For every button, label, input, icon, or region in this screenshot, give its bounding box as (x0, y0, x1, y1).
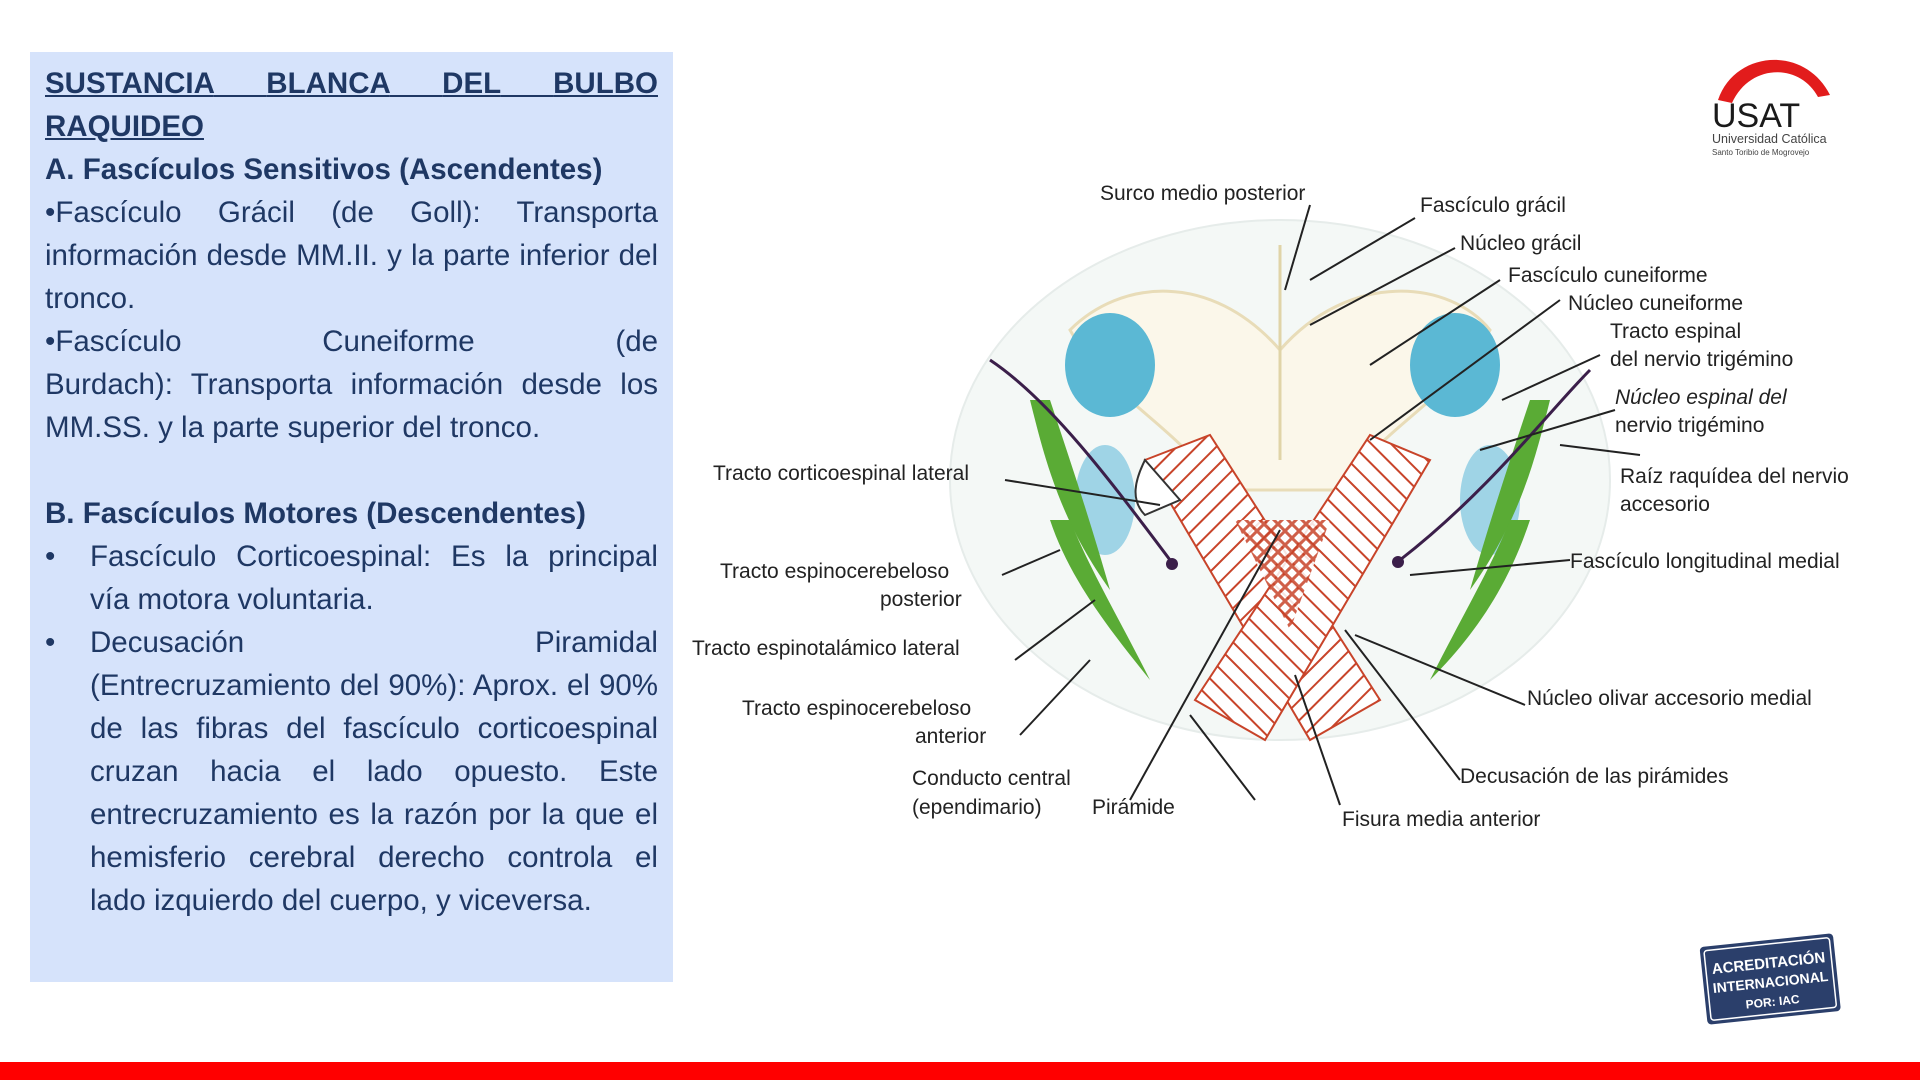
label-decusacion: Decusación de las pirámides (1460, 765, 1728, 788)
slide-title-line1: SUSTANCIA BLANCA DEL BULBO (45, 67, 658, 100)
label-piramide: Pirámide (1092, 796, 1175, 819)
label-conducto-1: Conducto central (912, 767, 1071, 790)
section-a-heading: A. Fascículos Sensitivos (Ascendentes) (45, 153, 603, 186)
usat-logo: USAT Universidad Católica Santo Toribio … (1712, 59, 1830, 157)
cuneate-nucleus-left (1065, 313, 1155, 417)
slide-title-line2: RAQUIDEO (45, 110, 204, 143)
cuneate-nucleus-right (1410, 313, 1500, 417)
label-nucleo-espinal-1: Núcleo espinal del (1615, 386, 1788, 409)
logo-name: USAT (1712, 97, 1800, 135)
label-espinocerebeloso-post-2: posterior (880, 588, 962, 611)
label-nucleo-olivar: Núcleo olivar accesorio medial (1527, 687, 1812, 710)
label-fisura: Fisura media anterior (1342, 808, 1540, 831)
bullet-text: Decusación Piramidal (Entrecruzamiento d… (90, 621, 658, 922)
bullet-marker: • (45, 626, 56, 659)
gracil-paragraph: •Fascículo Grácil (de Goll): Transporta … (45, 196, 658, 315)
accessory-root-right (1399, 368, 1592, 562)
bullet-text-line1: Decusación Piramidal (90, 626, 658, 659)
label-tracto-espinal-2: del nervio trigémino (1610, 348, 1793, 371)
label-fasciculo-gracil: Fascículo grácil (1420, 194, 1566, 217)
label-fasciculo-cuneiforme: Fascículo cuneiforme (1508, 264, 1708, 287)
label-surco-medio-posterior: Surco medio posterior (1100, 182, 1305, 205)
label-corticoespinal: Tracto corticoespinal lateral (713, 462, 969, 485)
text-panel: SUSTANCIA BLANCA DEL BULBO RAQUIDEO A. F… (30, 52, 673, 982)
section-b-heading: B. Fascículos Motores (Descendentes) (45, 497, 586, 530)
spinocerebellar-tract-right (1470, 400, 1550, 590)
accreditation-badge: ACREDITACIÓN INTERNACIONAL POR: IAC (1699, 933, 1841, 1025)
label-espinocerebeloso-ant-2: anterior (915, 725, 986, 748)
bullet-item-corticoespinal: • Fascículo Corticoespinal: Es la princi… (45, 535, 658, 621)
lateral-corticospinal-left (1134, 458, 1182, 517)
label-raiz-2: accesorio (1620, 493, 1710, 516)
pyramid-right (1193, 433, 1432, 742)
spinocerebellar-tract-left (1030, 400, 1110, 590)
label-nucleo-espinal-2: nervio trigémino (1615, 414, 1764, 437)
label-nucleo-gracil: Núcleo grácil (1460, 232, 1581, 255)
label-tracto-espinal-1: Tracto espinal (1610, 320, 1741, 343)
cuneiform-paragraph: Burdach): Transporta información desde l… (45, 368, 658, 444)
label-nucleo-cuneiforme: Núcleo cuneiforme (1568, 292, 1743, 315)
label-espinocerebeloso-post-1: Tracto espinocerebeloso (720, 560, 949, 583)
accessory-root-right-dot (1392, 556, 1404, 568)
leader-lines (1001, 204, 1641, 806)
bullet-text: Fascículo Corticoespinal: Es la principa… (90, 540, 658, 616)
badge-line3: POR: IAC (1745, 992, 1800, 1012)
medulla-diagram: Surco medio posterior Fascículo grácil N… (692, 182, 1849, 831)
bullet-text-rest: (Entrecruzamiento del 90%): Aprox. el 90… (90, 669, 658, 917)
label-espinocerebeloso-ant-1: Tracto espinocerebeloso (742, 697, 971, 720)
cuneiform-line1: •Fascículo Cuneiforme (de (45, 325, 659, 358)
bullet-item-decusacion: • Decusación Piramidal (Entrecruzamiento… (45, 621, 658, 922)
label-conducto-2: (ependimario) (912, 796, 1042, 819)
label-espinotalamico: Tracto espinotalámico lateral (692, 637, 960, 660)
logo-arc (1718, 59, 1830, 103)
bullet-marker: • (45, 540, 56, 573)
accessory-root-left-dot (1166, 558, 1178, 570)
bottom-accent-bar (0, 1062, 1920, 1080)
olivary-nucleus-right (1430, 520, 1530, 680)
accessory-root-left (989, 358, 1172, 561)
label-raiz-1: Raíz raquídea del nervio (1620, 465, 1849, 488)
spinocerebellar-tract-left-ant (1050, 520, 1150, 680)
logo-line1: Universidad Católica (1712, 132, 1827, 146)
logo-line2: Santo Toribio de Mogrovejo (1712, 148, 1810, 157)
pyramidal-decussation (1235, 520, 1330, 630)
label-fasciculo-longitudinal: Fascículo longitudinal medial (1570, 550, 1840, 573)
